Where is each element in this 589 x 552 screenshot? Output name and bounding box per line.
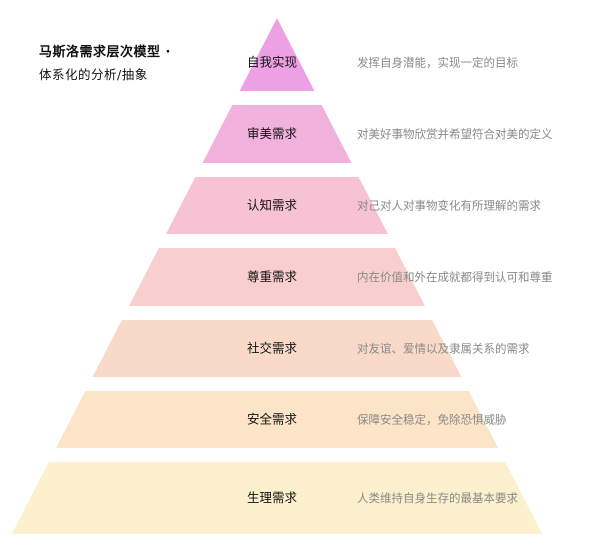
pyramid-level-5 (92, 320, 462, 377)
pyramid-level-6 (56, 391, 498, 448)
level-description: 对友谊、爱情以及隶属关系的需求 (357, 342, 530, 356)
level-description: 发挥自身潜能，实现一定的目标 (357, 56, 518, 70)
level-label: 审美需求 (247, 126, 298, 141)
pyramid-level-3 (166, 177, 388, 234)
pyramid-level-4 (129, 248, 425, 306)
pyramid-level-2 (202, 105, 352, 163)
level-description: 对美好事物欣赏并希望符合对美的定义 (357, 127, 553, 141)
diagram-title: 马斯洛需求层次模型 · 体系化的分析/抽象 (39, 42, 229, 86)
level-label: 自我实现 (247, 55, 297, 70)
level-label: 安全需求 (247, 412, 298, 427)
pyramid-level-1 (239, 18, 315, 91)
level-description: 人类维持自身生存的最基本要求 (357, 491, 518, 505)
level-description: 保障安全稳定，免除恐惧威胁 (357, 413, 507, 427)
level-description: 内在价值和外在成就都得到认可和尊重 (357, 270, 553, 284)
title-subtitle: 体系化的分析/抽象 (39, 67, 148, 82)
level-label: 社交需求 (247, 341, 298, 356)
level-label: 尊重需求 (247, 269, 298, 284)
level-label: 生理需求 (247, 490, 298, 505)
title-main: 马斯洛需求层次模型 · (39, 45, 171, 60)
pyramid-level-7 (11, 462, 543, 534)
level-label: 认知需求 (247, 198, 298, 213)
level-description: 对己对人对事物变化有所理解的需求 (357, 199, 541, 213)
